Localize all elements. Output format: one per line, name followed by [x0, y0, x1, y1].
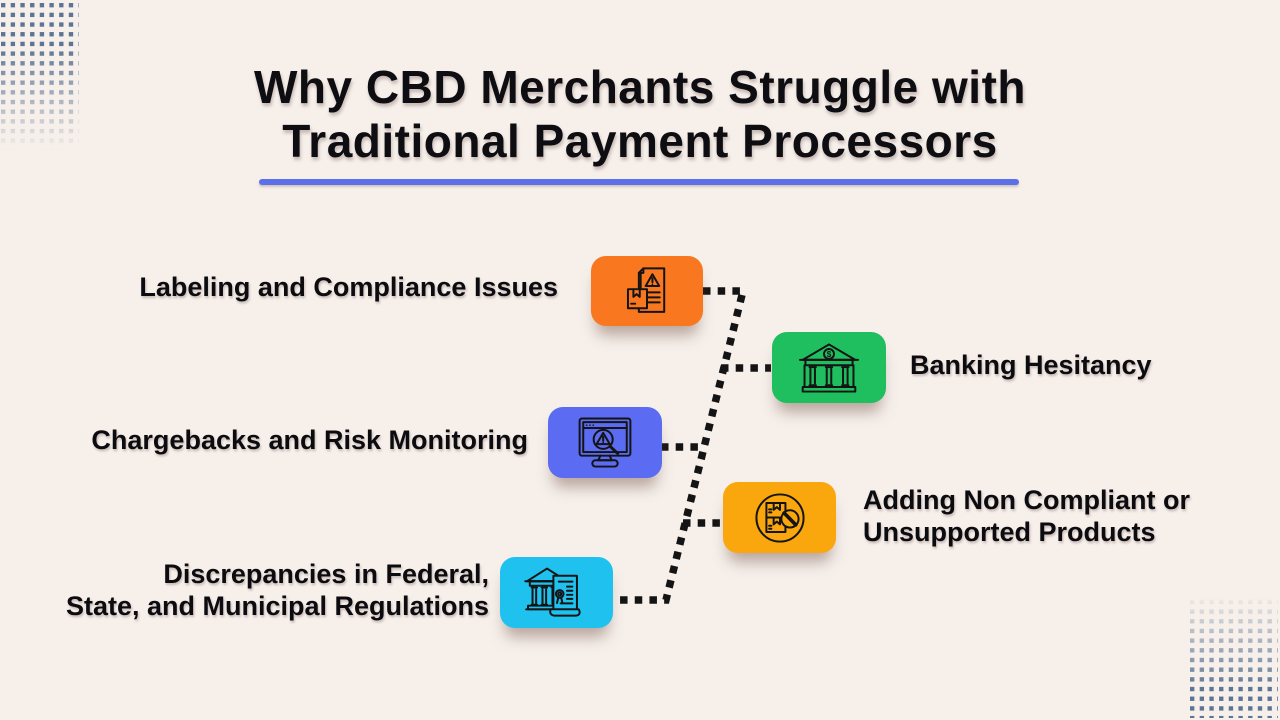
- restricted-box-icon: [754, 492, 805, 543]
- card-non-compliant-products: [723, 482, 836, 553]
- card-labeling-compliance: [591, 256, 703, 326]
- decor-dots-bottom-right: [1190, 590, 1278, 718]
- label-chargebacks-risk: Chargebacks and Risk Monitoring: [91, 425, 528, 455]
- label-regulation-discrepancies: Discrepancies in Federal, State, and Mun…: [65, 559, 489, 621]
- government-scroll-icon: [523, 567, 581, 617]
- monitor-risk-search-icon: [578, 417, 632, 468]
- page-title-line1: Why CBD Merchants Struggle with: [254, 61, 1026, 113]
- decor-dots-top-left: [1, 3, 79, 155]
- svg-text:$: $: [827, 349, 832, 358]
- card-banking-hesitancy: $: [772, 332, 886, 403]
- title-underline: [259, 179, 1019, 185]
- card-regulation-discrepancies: [500, 557, 613, 628]
- page-title-line2: Traditional Payment Processors: [282, 115, 998, 167]
- label-labeling-compliance: Labeling and Compliance Issues: [139, 272, 558, 302]
- card-chargebacks-risk: [548, 407, 662, 478]
- label-banking-hesitancy: Banking Hesitancy: [910, 350, 1152, 380]
- bank-dollar-icon: $: [799, 342, 859, 393]
- label-non-compliant-products: Adding Non Compliant or Unsupported Prod…: [863, 485, 1190, 547]
- page-title: Why CBD Merchants Struggle with Traditio…: [0, 60, 1280, 168]
- document-warning-icon: [626, 267, 666, 313]
